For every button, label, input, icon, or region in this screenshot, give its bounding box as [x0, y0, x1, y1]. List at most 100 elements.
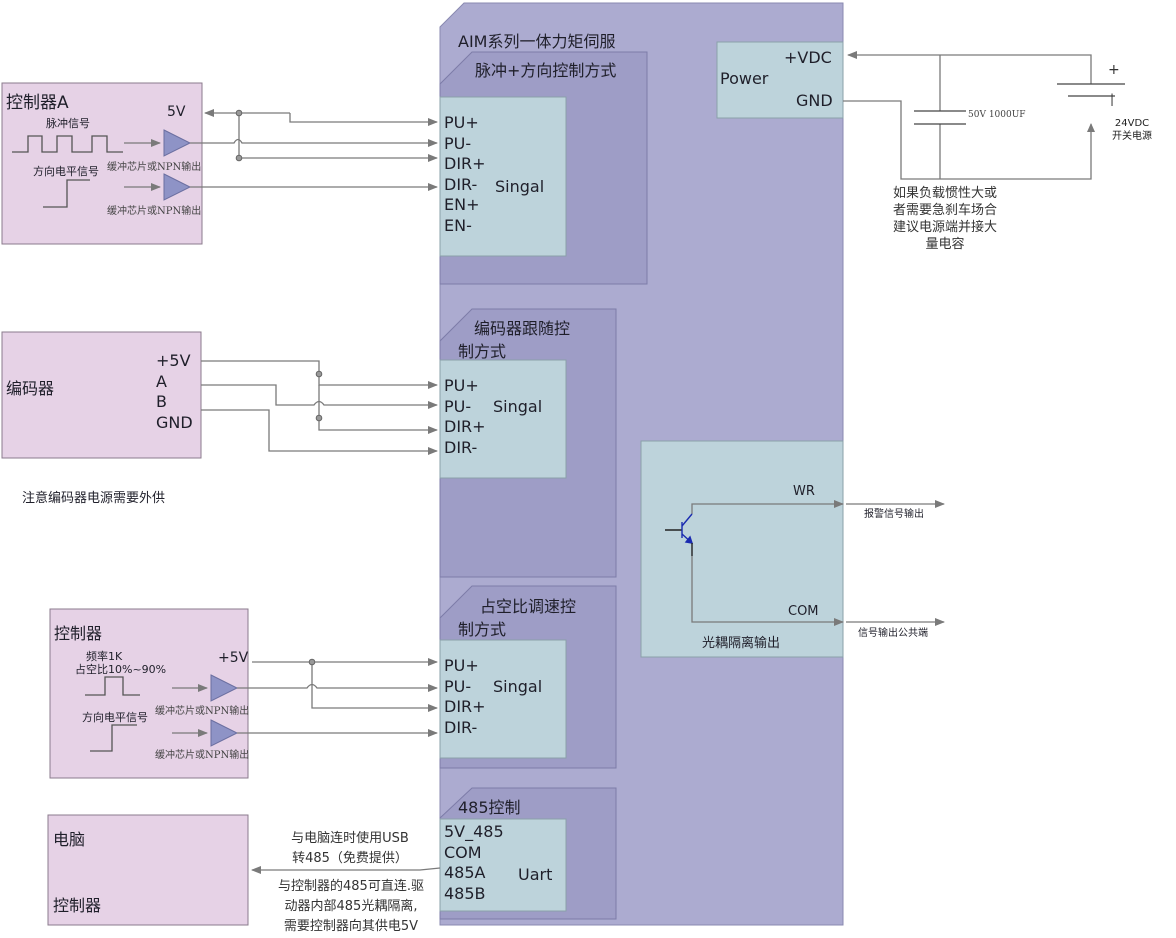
buffer-triangle: [163, 129, 192, 157]
dir-signal-label: 方向电平信号: [82, 711, 148, 724]
encoder-box: [1, 331, 202, 459]
section-title-duty-line1: 占空比调速控: [480, 597, 577, 616]
wire-com: [691, 556, 844, 626]
pulse-waveform-a: [12, 135, 123, 153]
wire-vdc: [847, 51, 1092, 84]
note-line: 量电容: [925, 237, 965, 252]
pc-controller-box: [47, 814, 249, 926]
junction-dot: [315, 370, 323, 378]
buffer-triangle: [210, 719, 239, 747]
buffer-triangle: [163, 173, 192, 201]
wire-enc-5v-dir-plus: [318, 385, 438, 434]
signal-label: Singal: [493, 677, 543, 696]
capacitor-note: 如果负载惯性大或 者需要急刹车场合 建议电源端并接大 量电容: [880, 185, 1010, 253]
source-line: 24VDC: [1114, 118, 1150, 129]
gnd-label: GND: [796, 91, 833, 110]
wire-pu-minus: [190, 138, 438, 147]
pin-list-3: PU+ PU- DIR+ DIR-: [444, 656, 486, 738]
section-title-duty-line2: 制方式: [458, 620, 507, 639]
current-arrow-icon: [1087, 123, 1095, 132]
pin-label: PU-: [444, 676, 472, 696]
pin-label: EN+: [444, 195, 480, 214]
controller-a-box: [1, 82, 203, 245]
controller-pwm-title: 控制器: [54, 624, 103, 643]
buffer-label: 缓冲芯片或NPN输出: [155, 706, 250, 717]
buffer-triangle: [210, 674, 239, 702]
wr-label: WR: [793, 484, 815, 499]
optocoupler-block: [640, 440, 844, 658]
pin-label: PU+: [444, 113, 479, 132]
pin-label: A: [156, 371, 167, 391]
wire-enc-a: [201, 384, 438, 409]
pin-label: PU+: [444, 376, 479, 395]
supply-5v-label: 5V: [167, 104, 186, 120]
dir-waveform-pwm: [90, 724, 137, 752]
pwm-waveform: [85, 676, 140, 696]
wire-dir-plus: [238, 113, 438, 162]
buffer-label: 缓冲芯片或NPN输出: [107, 206, 202, 217]
pin-label: +5V: [156, 351, 191, 370]
duty-cycle-label: 占空比10%~90%: [75, 663, 167, 676]
wire-gnd: [843, 100, 1092, 180]
uart-block: [439, 818, 567, 912]
note-line: 者需要急刹车场合: [892, 203, 997, 218]
wire-enc-b: [201, 409, 438, 455]
pin-label: DIR-: [444, 717, 478, 737]
wire-pwm-pu-minus: [237, 683, 438, 692]
pin-label: B: [156, 392, 167, 411]
encoder-title: 编码器: [6, 379, 55, 398]
com-label: COM: [788, 604, 819, 619]
pin-label: 5V_485: [444, 822, 504, 841]
signal-block-3: [439, 639, 567, 759]
junction-dot: [308, 658, 316, 666]
driver-title: AIM系列一体力矩伺服: [458, 32, 616, 51]
pin-label: 485A: [444, 863, 486, 882]
source-line: 开关电源: [1112, 131, 1152, 142]
junction-dot: [315, 414, 323, 422]
wr-output-label: 报警信号输出: [864, 509, 924, 520]
signal-label: Singal: [493, 397, 543, 416]
dir-waveform-a: [43, 179, 90, 208]
power-block: [716, 41, 844, 119]
signal-block-1: [439, 96, 567, 257]
com-output-label: 信号输出公共端: [858, 628, 928, 639]
pin-label: PU+: [444, 656, 479, 675]
section-title-encoder-line1: 编码器跟随控: [474, 319, 571, 338]
direct-485-note: 与控制器的485可直连.驱 动器内部485光耦隔离, 需要控制器向其供电5V: [252, 877, 450, 937]
pin-label: GND: [156, 412, 193, 432]
controller-label: 控制器: [53, 896, 102, 915]
encoder-power-note: 注意编码器电源需要外供: [22, 491, 166, 506]
wire-485-to-pc: [251, 866, 441, 874]
controller-a-title: 控制器A: [6, 93, 69, 113]
signal-block-2: [439, 359, 567, 479]
note-line: 如果负载惯性大或: [892, 186, 997, 201]
section-title-485: 485控制: [458, 798, 521, 817]
wire-pwm-dir-plus: [311, 662, 438, 712]
dir-signal-label: 方向电平信号: [33, 165, 99, 178]
pin-list-485: 5V_485 COM 485A 485B: [444, 822, 504, 904]
pin-label: EN-: [444, 215, 472, 235]
pin-label: DIR+: [444, 154, 486, 173]
pin-list-2: PU+ PU- DIR+ DIR-: [444, 376, 486, 458]
pulse-signal-label: 脉冲信号: [46, 117, 90, 130]
signal-label: Singal: [495, 177, 545, 196]
usb-485-note: 与电脑连时使用USB 转485（免费提供）: [262, 829, 438, 869]
note-line: 动器内部485光耦隔离,: [284, 899, 418, 914]
junction-dot: [235, 154, 243, 162]
frequency-label: 频率1K: [86, 650, 123, 663]
pin-label: PU-: [444, 133, 472, 153]
note-line: 转485（免费提供）: [292, 851, 408, 866]
pin-label: DIR-: [444, 174, 478, 194]
pin-label: DIR+: [444, 417, 486, 436]
uart-label: Uart: [518, 865, 553, 884]
transistor-icon: [665, 513, 694, 556]
pin-label: PU-: [444, 396, 472, 416]
capacitor-label: 50V 1000UF: [968, 110, 1026, 120]
pin-label: COM: [444, 842, 482, 862]
optocoupler-title: 光耦隔离输出: [702, 636, 781, 651]
pc-label: 电脑: [53, 830, 86, 849]
wire-pu-plus: [289, 113, 438, 126]
vdc-label: +VDC: [784, 48, 832, 67]
buffer-label: 缓冲芯片或NPN输出: [155, 750, 250, 761]
